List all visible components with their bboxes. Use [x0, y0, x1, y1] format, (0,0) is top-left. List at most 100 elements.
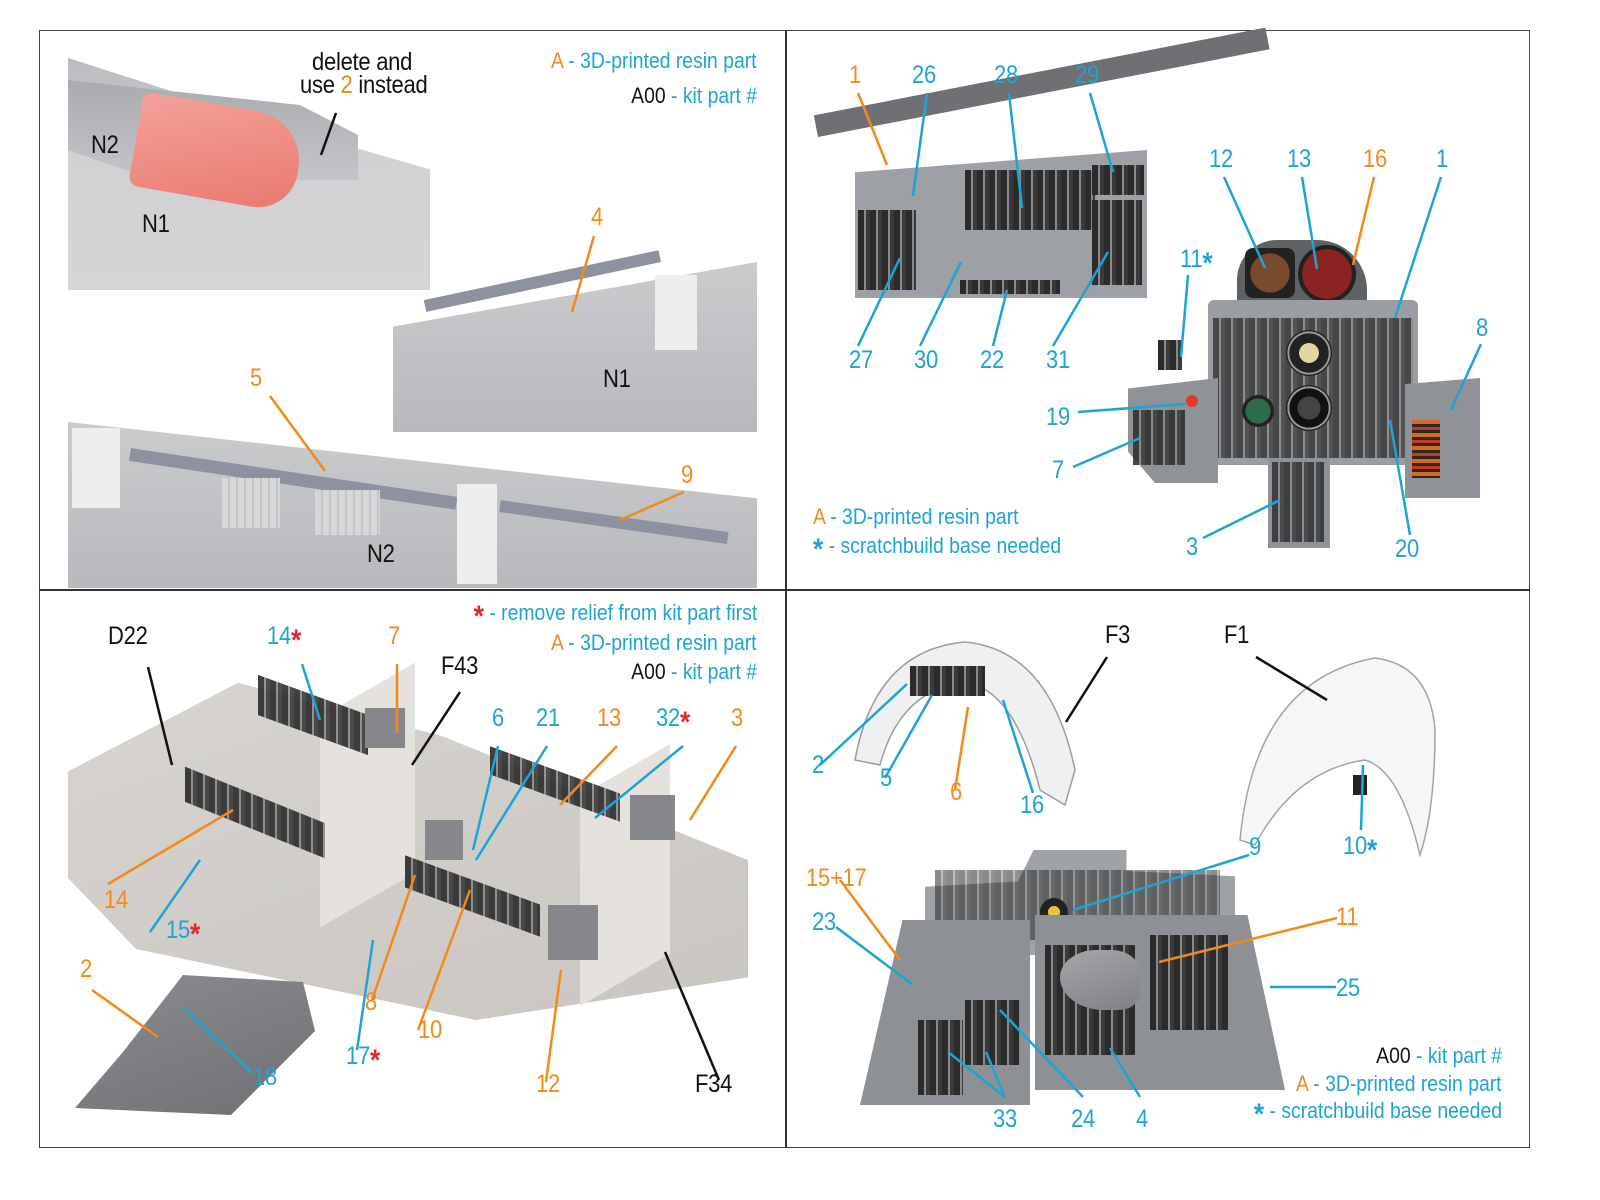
legend-kit: A00 - kit part # [1376, 1045, 1502, 1067]
legend-resin-text: - 3D-printed resin part [1308, 1071, 1502, 1096]
resin-part-label: 15+17 [806, 864, 867, 892]
note-part-number: 2 [340, 71, 353, 99]
resin-part-label: 12 [536, 1070, 560, 1098]
pe-part-label: 23 [812, 908, 836, 936]
legend-scratchbuild-text: - scratchbuild base needed [1264, 1098, 1502, 1123]
switch-panel-28 [965, 170, 1095, 230]
pe-part-label-14: 14* [267, 624, 301, 656]
switch-panel-31 [1092, 200, 1142, 285]
pe-part-label: 30 [914, 346, 938, 374]
legend-resin: A - 3D-printed resin part [551, 50, 757, 72]
kit-part-label: D22 [108, 622, 148, 650]
pe-part-label: 12 [1209, 145, 1233, 173]
legend-kit: A00 - kit part # [631, 661, 757, 683]
resin-part-label: 1 [849, 61, 861, 89]
scratchbuild-star-icon: * [1366, 834, 1377, 867]
pe-part-label: 16 [1020, 791, 1044, 819]
pe-part-label-17: 17* [346, 1044, 380, 1076]
remove-relief-star-icon: * [189, 918, 200, 951]
pe-part-label-15: 15* [166, 918, 200, 950]
adi-gauge [1286, 330, 1332, 376]
legend-kit-text: - kit part # [1410, 1043, 1502, 1068]
legend-scratchbuild-text: - scratchbuild base needed [823, 533, 1062, 558]
pe-part-label: 13 [1287, 145, 1311, 173]
legend-resin-prefix: A [551, 48, 564, 73]
legend-kit-text: - kit part # [665, 83, 757, 108]
pe-part-label: 27 [849, 346, 873, 374]
pe-part-label: 21 [536, 704, 560, 732]
pe-part-label: 22 [980, 346, 1004, 374]
pe-part-label: 2 [812, 751, 824, 779]
legend-resin-text: - 3D-printed resin part [563, 48, 757, 73]
legend-resin: A - 3D-printed resin part [813, 506, 1019, 528]
remove-relief-star-icon: * [473, 600, 484, 633]
resin-part-label: 16 [1363, 145, 1387, 173]
pe-part-number: 17 [346, 1042, 370, 1070]
white-tab [72, 428, 120, 508]
red-knob-19 [1186, 395, 1198, 407]
pe-part-label-32: 32* [656, 706, 690, 738]
pe-part-label: 5 [880, 764, 892, 792]
note-delete-line1: delete and [312, 48, 413, 76]
resin-part-label: 2 [80, 955, 92, 983]
pe-part-label: 3 [1186, 533, 1198, 561]
scope-13 [1298, 245, 1356, 303]
radar-hood-11 [1060, 950, 1140, 1010]
resin-part-label: 14 [104, 886, 128, 914]
subpanel-24 [965, 1000, 1020, 1065]
scratchbuild-star-icon: * [813, 533, 824, 566]
switch-panel-27 [858, 210, 916, 290]
legend-kit-prefix: A00 [631, 83, 666, 108]
note-text: instead [352, 71, 428, 99]
pe-part-label: 4 [1136, 1105, 1148, 1133]
legend-resin-prefix: A [1296, 1071, 1309, 1096]
resin-part-label: 7 [388, 622, 400, 650]
resin-box-7 [365, 708, 405, 748]
legend-scratchbuild: * - scratchbuild base needed [1254, 1100, 1502, 1130]
pe-part-label: 20 [1395, 535, 1419, 563]
legend-resin-text: - 3D-printed resin part [824, 504, 1019, 529]
pe-part-label: 26 [912, 61, 936, 89]
pe-part-label: 33 [993, 1105, 1017, 1133]
switch-panel-29 [1092, 165, 1144, 195]
standby-gauge-11 [1158, 340, 1182, 370]
green-gauge [1242, 395, 1274, 427]
pe-part-label: 24 [1071, 1105, 1095, 1133]
pe-part-label: 28 [994, 61, 1018, 89]
pe-part-label: 29 [1075, 61, 1099, 89]
kit-part-label: N2 [367, 540, 395, 568]
legend-resin-prefix: A [551, 630, 564, 655]
legend-remove-relief-text: - remove relief from kit part first [483, 600, 757, 625]
subpanel-right [1150, 935, 1228, 1030]
resin-box-3 [630, 795, 675, 840]
canopy-f1 [1239, 657, 1436, 858]
remove-relief-star-icon: * [290, 624, 301, 657]
legend-resin: A - 3D-printed resin part [1296, 1073, 1502, 1095]
hsi-gauge [1286, 385, 1332, 431]
pe-part-number: 10 [1343, 832, 1367, 860]
pe-part-label: 8 [1476, 314, 1488, 342]
rivet-panel [315, 490, 380, 535]
kit-part-label: F1 [1224, 621, 1250, 649]
note-delete-line2: use 2 instead [300, 71, 428, 99]
pe-part-label: 25 [1336, 974, 1360, 1002]
pe-part-label: 6 [492, 704, 504, 732]
rivet-panel [222, 478, 280, 528]
pe-part-label: 1 [1436, 145, 1448, 173]
frame-instrument-cluster [910, 666, 985, 696]
legend-kit-prefix: A00 [1376, 1043, 1411, 1068]
remove-relief-star-icon: * [679, 706, 690, 739]
white-tab [655, 275, 697, 350]
pe-part-label: 18 [253, 1063, 277, 1091]
white-tab [457, 484, 497, 584]
legend-resin: A - 3D-printed resin part [551, 632, 757, 654]
legend-kit-text: - kit part # [665, 659, 757, 684]
legend-resin-text: - 3D-printed resin part [563, 630, 757, 655]
kit-part-label: N2 [91, 131, 119, 159]
pe-part-label: 7 [1052, 456, 1064, 484]
center-pedestal-face [1272, 462, 1324, 542]
legend-resin-prefix: A [813, 504, 825, 529]
remove-relief-star-icon: * [369, 1044, 380, 1077]
subpanel-33 [918, 1020, 963, 1095]
pe-part-label-11: 11* [1180, 247, 1213, 279]
